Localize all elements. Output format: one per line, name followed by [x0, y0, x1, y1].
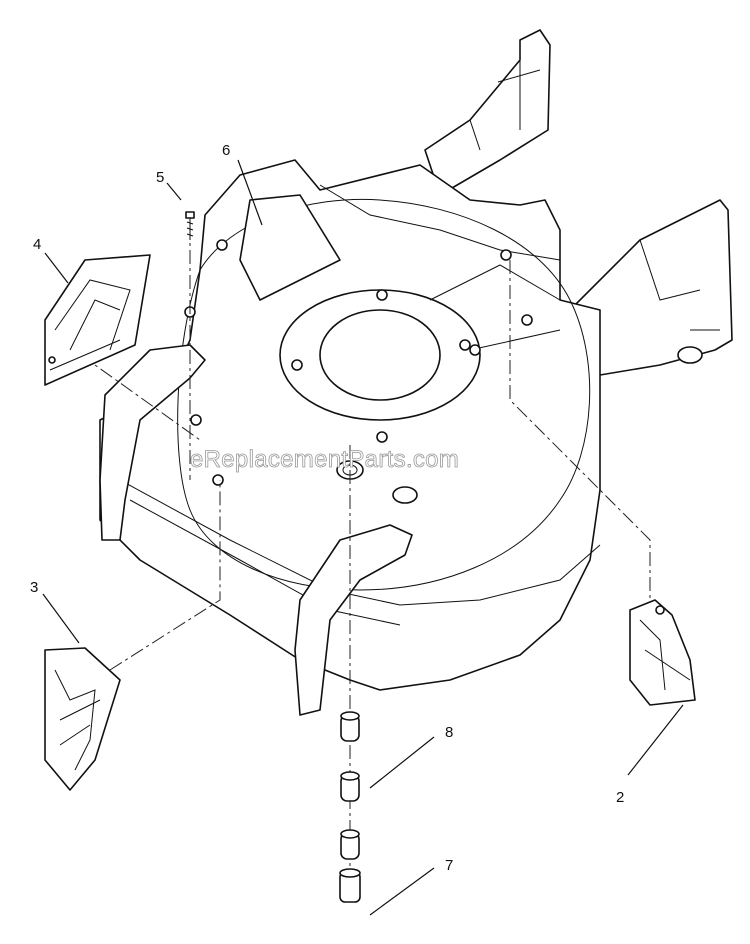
right-front-bumper: [294, 524, 413, 716]
callout-7: 7: [445, 857, 453, 874]
callout-2: 2: [616, 789, 624, 806]
callout-8: 8: [445, 724, 453, 741]
part-8-bushings: [340, 711, 360, 860]
part-2-baffle: [629, 599, 696, 706]
callout-6: 6: [222, 142, 230, 159]
leader-lines: [42, 159, 684, 916]
part-7-wheel-cap: [339, 868, 361, 903]
callout-3: 3: [30, 579, 38, 596]
callout-5: 5: [156, 169, 164, 186]
part-4-baffle: [44, 254, 151, 386]
part-3-baffle: [44, 647, 121, 791]
mower-deck: [99, 29, 733, 691]
watermark-text: eReplacementParts.com: [190, 446, 459, 473]
callout-labels: 2 3 4 5 6 7 8: [30, 142, 624, 874]
left-front-bumper: [99, 344, 206, 541]
callout-4: 4: [33, 236, 41, 253]
part-5-screw: [185, 211, 195, 240]
